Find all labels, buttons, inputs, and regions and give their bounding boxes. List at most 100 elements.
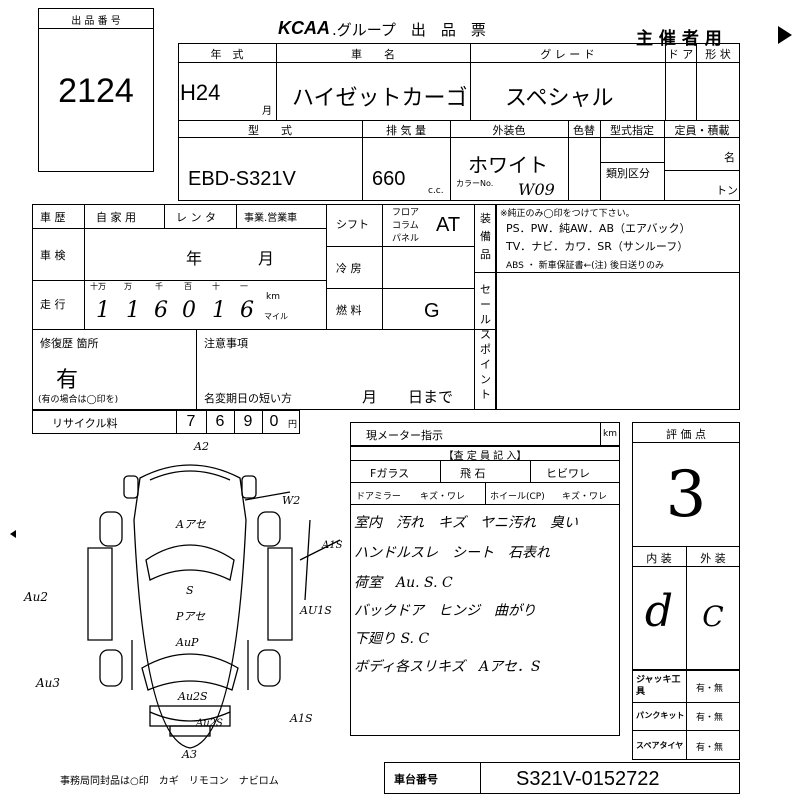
shift-floor[interactable]: フロア [392, 208, 420, 218]
recycle-digit-2: 9 [243, 413, 253, 430]
aircon-label: 冷 房 [336, 262, 362, 275]
fuel-label: 燃 料 [336, 304, 362, 317]
recycle-label: リサイクル料 [52, 417, 118, 430]
mileage-digit-1: 1 [126, 298, 140, 323]
spare-options[interactable]: 有・無 [696, 743, 724, 753]
person-unit: 名 [724, 151, 735, 164]
grade-value: スペシャル [505, 86, 614, 111]
exterior-label: 外 装 [700, 552, 726, 565]
lot-number-label: 出 品 番 号 [71, 16, 121, 27]
vehicle-info-table [178, 43, 740, 201]
mileage-label: 走 行 [40, 298, 66, 311]
name-change-day: 日まで [408, 388, 454, 406]
color-number-value: W09 [518, 180, 555, 199]
name-change-month: 月 [362, 388, 378, 406]
mileage-digit-label-2: 千 [155, 282, 163, 291]
inspector-line-2: ハンドルスレ シート 石表れ [354, 545, 550, 561]
equipment-note: ※純正のみ◯印をつけて下さい。 [500, 209, 635, 219]
grade-label: グ レ ー ド [540, 48, 595, 61]
meter-unit: km [603, 429, 617, 439]
inspector-line-5: 下廻り S. C [354, 631, 430, 647]
year-label: 年 式 [210, 48, 244, 61]
designation-label: 型式指定 [610, 124, 654, 137]
diagram-a-ase-mid: Pアセ [176, 610, 206, 623]
meter-label: 現メーター指示 [366, 429, 443, 442]
displacement-label: 排 気 量 [386, 124, 426, 137]
shift-label: シフト [336, 218, 369, 231]
interior-grade: d [644, 586, 674, 637]
fuel-value: G [424, 300, 440, 322]
meter-box [350, 422, 620, 446]
mileage-digit-4: 1 [212, 298, 226, 323]
equipment-line-2[interactable]: TV．ナビ．カワ．SR（サンルーフ） [506, 240, 689, 253]
history-rental[interactable]: レ ン タ [176, 211, 216, 224]
interior-label: 内 装 [646, 552, 672, 565]
recycle-digit-0: 7 [186, 413, 196, 430]
recycle-digit-1: 6 [215, 413, 225, 430]
year-value: H24 [180, 80, 221, 105]
recycle-yen: 円 [288, 420, 298, 430]
puncture-options[interactable]: 有・無 [696, 713, 724, 723]
model-value: EBD-S321V [188, 168, 296, 190]
displacement-value: 660 [372, 168, 406, 190]
shift-panel[interactable]: パネル [392, 234, 420, 244]
mileage-digit-label-4: 十 [212, 282, 220, 291]
exterior-grade: C [702, 600, 724, 633]
jack-label: ジャッキ工 具 [636, 675, 681, 697]
inspector-line-1: 室内 汚れ キズ ヤニ汚れ 臭い [354, 515, 578, 531]
kcaa-logo: KCAA [278, 18, 330, 38]
diagram-a1s-right: A1S [322, 540, 343, 551]
inspection-year-unit: 年 [186, 249, 203, 268]
history-label: 車 歴 [40, 211, 66, 224]
mileage-digit-5: 6 [240, 298, 254, 323]
mileage-digit-label-3: 百 [184, 282, 192, 291]
car-name-value: ハイゼットカーゴ [292, 86, 468, 111]
triangle-icon [778, 26, 792, 44]
inspection-label: 車 検 [40, 249, 66, 262]
mileage-mile-unit[interactable]: マイル [264, 312, 288, 321]
class-label: 類別区分 [606, 167, 650, 180]
repair-value: 有 [56, 368, 79, 393]
diagram-au2s-lower: Au2S [196, 718, 223, 729]
shift-column[interactable]: コラム [392, 221, 419, 231]
office-enclosure-note: 事務局同封品は○印 カギ リモコン ナビロム [60, 776, 279, 787]
repair-note: (有の場合は◯印を) [38, 395, 119, 405]
wheel-options[interactable]: キズ・ワレ [562, 492, 608, 502]
mileage-digit-0: 1 [96, 298, 110, 323]
evaluation-label: 評 価 点 [666, 428, 706, 441]
door-mirror-label: ドアミラー [356, 492, 401, 502]
door-mirror-options[interactable]: キズ・ワレ [420, 492, 466, 502]
inspection-month-unit: 月 [258, 249, 275, 268]
color-change-label: 色替 [573, 124, 595, 137]
inspector-box [350, 446, 620, 736]
jack-options[interactable]: 有・無 [696, 684, 724, 694]
mileage-km-unit[interactable]: km [266, 292, 280, 302]
history-table [32, 204, 496, 410]
form-title: .グループ 出 品 票 [332, 21, 486, 39]
car-name-label: 車 名 [351, 48, 395, 61]
inspector-line-6: ボディ各スリキズ Aアセ．S [354, 659, 541, 675]
diagram-a1s-lower: A1S [290, 712, 313, 725]
host-label: 主 催 者 用 [636, 29, 722, 49]
history-private[interactable]: 自 家 用 [96, 211, 136, 224]
flying-stone-label[interactable]: 飛 石 [460, 467, 486, 480]
equipment-line-3[interactable]: ABS ・ 新車保証書←(注) 後日送りのみ [506, 261, 665, 271]
capacity-label: 定員・積載 [674, 124, 730, 137]
history-business[interactable]: 事業.営業車 [244, 213, 298, 224]
equipment-box [474, 204, 740, 410]
evaluation-score: 3 [665, 458, 707, 532]
color-number-label: カラーNo. [456, 179, 494, 188]
spare-tire-label: スペアタイヤ [636, 741, 684, 750]
crack-label[interactable]: ヒビワレ [546, 467, 590, 480]
mileage-digit-label-5: 一 [240, 282, 248, 291]
chassis-value: S321V-0152722 [516, 768, 660, 790]
diagram-a-ase-front: Aアセ [176, 518, 206, 531]
left-arrow-icon [10, 530, 16, 538]
mileage-digit-label-1: 万 [124, 282, 132, 291]
diagram-a2-top: A2 [194, 440, 209, 453]
front-glass-label: Fガラス [370, 467, 410, 480]
lot-number-value: 2124 [58, 72, 134, 110]
equipment-line-1[interactable]: PS．PW．純AW．AB（エアバック） [506, 222, 691, 235]
exterior-color-value: ホワイト [468, 153, 548, 177]
